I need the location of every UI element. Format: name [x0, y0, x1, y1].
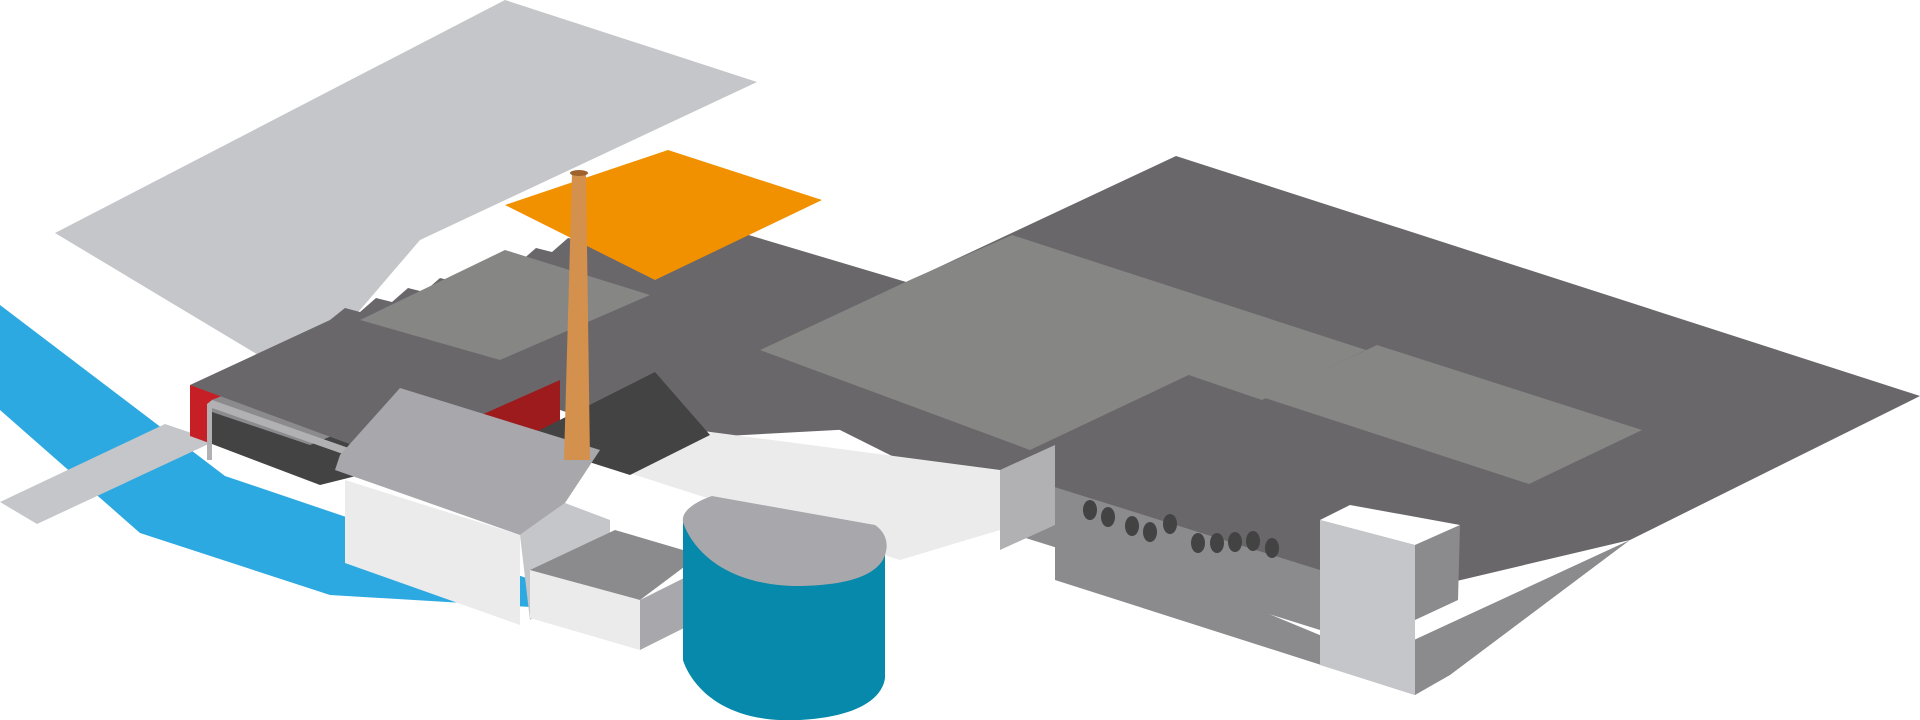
annex-roof	[530, 530, 700, 600]
gatehouse-front	[1320, 520, 1415, 695]
gatehouse-side	[1415, 525, 1460, 620]
mid-wall-light	[620, 420, 1000, 560]
mid-wall-side	[1000, 445, 1055, 550]
chimney-top	[570, 170, 588, 176]
pier	[0, 424, 215, 524]
side-rail	[207, 400, 360, 460]
water-channel	[0, 305, 630, 613]
chimney	[564, 173, 590, 460]
front-building-roof	[335, 388, 600, 535]
right-front-wall-lower	[1000, 470, 1320, 630]
front-building-wall	[345, 480, 520, 625]
roof-panel-grey-3	[910, 235, 1366, 400]
window-row	[1083, 500, 1279, 558]
red-wall	[190, 385, 248, 444]
storage-tank-top	[682, 496, 887, 586]
roof-panel-grey-4	[1265, 345, 1642, 484]
ground-plot	[55, 0, 757, 380]
gatehouse-roof	[1320, 505, 1460, 545]
annex-wall	[530, 570, 640, 650]
roof-panel-grey-2	[760, 280, 1195, 450]
